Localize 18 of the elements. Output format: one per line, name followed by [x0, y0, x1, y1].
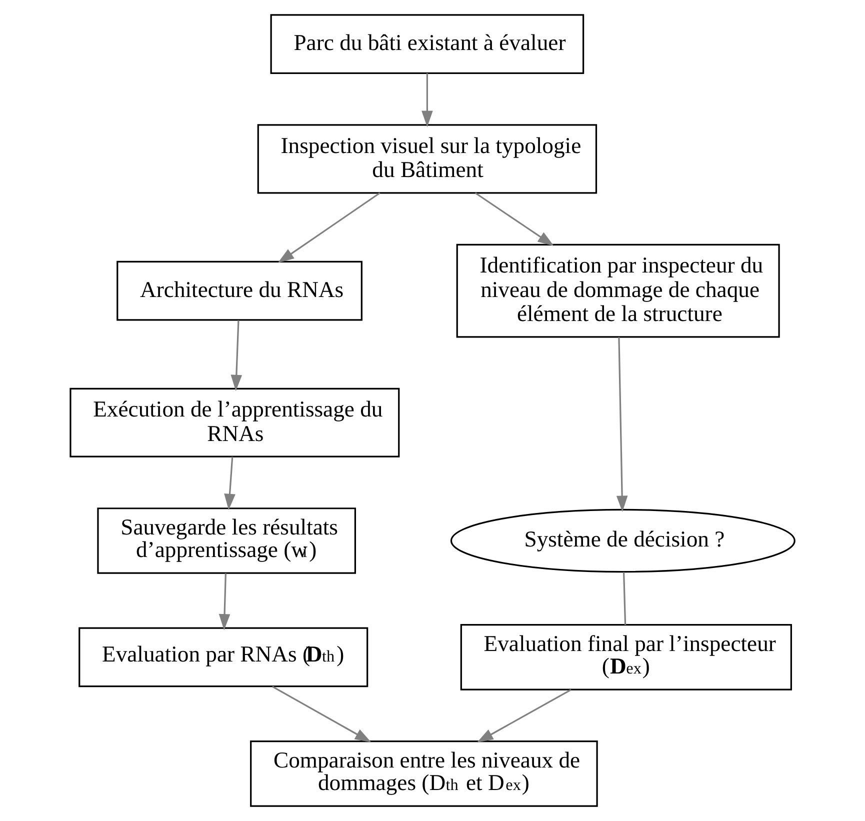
arrow	[477, 689, 572, 742]
arrow	[230, 320, 242, 392]
arrow	[474, 192, 554, 246]
node-box: Comparaison entre les niveaux de dommages (Dth et Dex)	[250, 740, 598, 807]
node-box: Architecture du RNAs	[116, 260, 362, 321]
connector	[622, 572, 626, 625]
arrow	[224, 456, 236, 510]
node-box: Inspection visuel sur la typologie du Bâtiment	[257, 124, 598, 194]
node-box: Exécution de l’apprentissage du RNAs	[70, 388, 400, 458]
node-box: Identification par inspecteur du niveau de dommage de chaque élément de la structure	[456, 244, 780, 338]
node-ellipse: Système de décision ?	[450, 508, 796, 573]
arrow	[278, 192, 380, 263]
arrow	[422, 73, 433, 127]
node-box: Parc du bâti existant à évaluer	[270, 14, 584, 74]
arrow	[616, 337, 628, 512]
arrow	[272, 686, 372, 742]
arrow	[218, 573, 230, 630]
node-box: Evaluation final par l’inspecteur (Dex)	[460, 624, 792, 690]
